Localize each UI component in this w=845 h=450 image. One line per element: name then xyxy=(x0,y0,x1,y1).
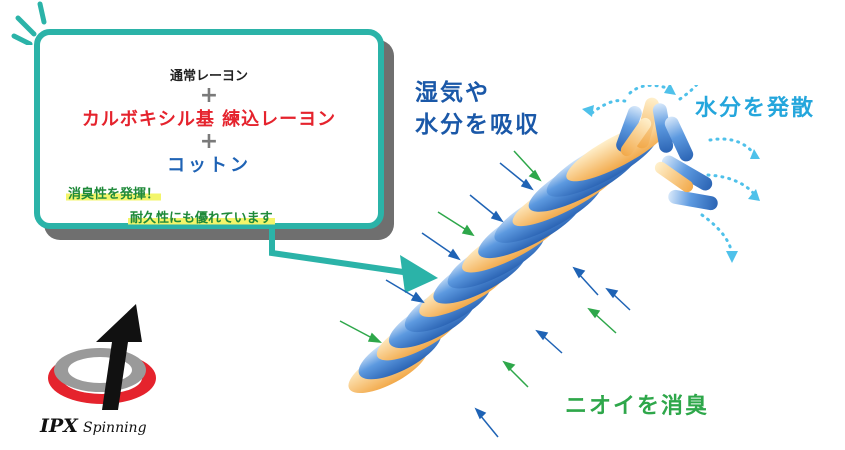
durability-text: 耐久性にも優れています xyxy=(128,211,275,226)
cotton-text: コットン xyxy=(167,155,251,176)
logo-main-text: IPX xyxy=(40,415,78,437)
logo-sub-text: Spinning xyxy=(83,420,147,436)
deodorize-label: ニオイを消臭 xyxy=(565,394,710,419)
plus-sign: + xyxy=(199,129,219,154)
carboxyl-rayon-text: カルボキシル基 練込レーヨン xyxy=(81,109,337,130)
logo-wordmark: IPX Spinning xyxy=(40,415,147,437)
moisture-absorb-arrows xyxy=(385,162,631,438)
fiber xyxy=(664,116,694,162)
deodorizing-text: 消臭性を発揮！ xyxy=(66,187,162,202)
fiber xyxy=(654,161,694,193)
fiber xyxy=(652,103,674,153)
plus-sign: + xyxy=(199,83,219,108)
absorb-label-line2: 水分を吸収 xyxy=(415,112,540,138)
yarn-illustration xyxy=(339,85,760,438)
burst-lines-icon xyxy=(11,1,47,45)
regular-rayon-text: 通常レーヨン xyxy=(169,69,248,84)
frayed-fibers xyxy=(616,97,718,211)
fiber xyxy=(616,106,642,152)
disperse-label: 水分を発散 xyxy=(695,96,816,121)
fiber xyxy=(620,117,652,157)
fiber xyxy=(661,155,713,191)
evaporation-arrowheads xyxy=(582,85,760,263)
odor-absorb-arrows xyxy=(339,150,617,388)
fiber xyxy=(668,189,718,211)
absorb-label-line1: 湿気や xyxy=(415,80,490,106)
ipx-spinning-logo-icon xyxy=(48,304,156,410)
callout-pointer-arrow xyxy=(269,229,438,293)
ingredients-callout: 通常レーヨン + カルボキシル基 練込レーヨン + コットン 消臭性を発揮！ 耐… xyxy=(34,29,384,229)
